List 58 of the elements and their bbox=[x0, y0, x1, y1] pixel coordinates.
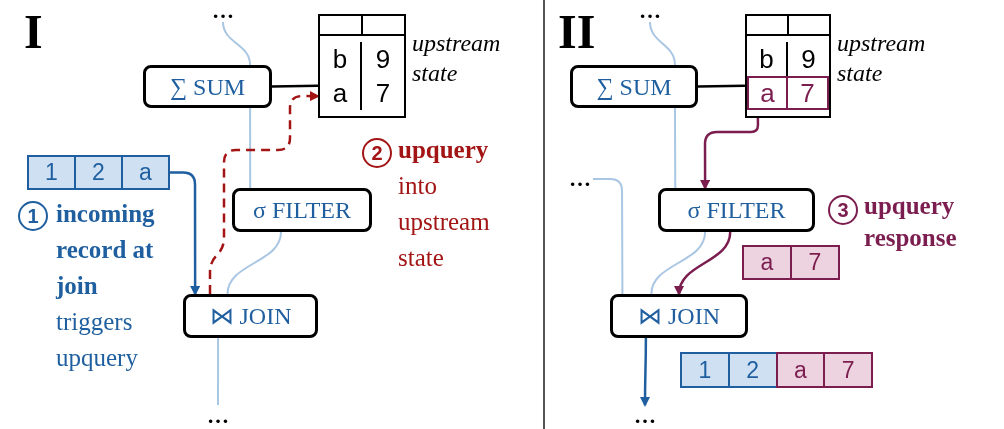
record-cell: 1 bbox=[27, 155, 76, 190]
annotation: upquery response bbox=[864, 191, 958, 253]
arrow bbox=[675, 231, 732, 296]
panel-label: I bbox=[24, 8, 43, 56]
arrow bbox=[700, 118, 760, 190]
record-cell: 2 bbox=[727, 352, 778, 388]
dashed-arrow bbox=[208, 91, 320, 294]
connector-line bbox=[226, 231, 282, 295]
connector-line bbox=[650, 231, 707, 295]
table-caption: upstream state bbox=[837, 29, 927, 88]
record-cell: 1 bbox=[680, 352, 730, 388]
operator-box: ∑ SUM bbox=[570, 65, 698, 108]
operator-box: ∑ SUM bbox=[143, 65, 272, 108]
table-cell: 7 bbox=[788, 76, 829, 110]
step-number: 2 bbox=[362, 138, 392, 168]
ellipsis: … bbox=[637, 0, 663, 22]
connector-line bbox=[249, 107, 252, 189]
ellipsis: … bbox=[567, 168, 593, 190]
table-cell: b bbox=[747, 42, 788, 76]
record-cell: 7 bbox=[790, 245, 840, 280]
record-cell: a bbox=[742, 245, 792, 280]
table-cell: a bbox=[747, 76, 788, 110]
connector-line bbox=[222, 21, 252, 66]
state-table bbox=[318, 14, 406, 118]
arrow bbox=[170, 171, 201, 296]
record-cell: a bbox=[121, 155, 170, 190]
state-table bbox=[745, 14, 831, 118]
operator-box: ⋈ JOIN bbox=[183, 294, 318, 338]
table-cell-text: 9 bbox=[800, 43, 817, 76]
connector-line bbox=[217, 337, 220, 406]
record-box bbox=[27, 155, 170, 190]
record-box bbox=[680, 352, 873, 388]
annotation: incoming record at join triggers upquery bbox=[56, 199, 156, 373]
step-number: 1 bbox=[18, 201, 48, 231]
table-cell: a bbox=[320, 76, 362, 110]
connector-line bbox=[592, 178, 624, 295]
table-caption: upstream state bbox=[412, 29, 502, 88]
table-cell: b bbox=[320, 42, 362, 76]
step-number: 3 bbox=[828, 195, 858, 225]
record-cell: 2 bbox=[74, 155, 123, 190]
operator-box: ⋈ JOIN bbox=[610, 294, 748, 338]
ellipsis: … bbox=[632, 405, 658, 427]
annotation: upquery into upstream state bbox=[398, 135, 491, 273]
table-cell-text: 9 bbox=[374, 43, 392, 76]
ellipsis: … bbox=[205, 405, 231, 427]
table-cell-text: 7 bbox=[374, 77, 392, 110]
arrow bbox=[640, 338, 650, 407]
panel-label: II bbox=[558, 8, 596, 56]
operator-box: σ FILTER bbox=[658, 188, 815, 232]
record-cell: 7 bbox=[823, 352, 873, 388]
operator-box: σ FILTER bbox=[232, 188, 372, 232]
connector-line bbox=[649, 21, 676, 66]
connector-line bbox=[697, 84, 746, 88]
connector-line bbox=[673, 107, 677, 189]
record-cell: a bbox=[775, 352, 826, 388]
ellipsis: … bbox=[210, 0, 236, 22]
connector-line bbox=[271, 84, 319, 88]
record-box bbox=[742, 245, 840, 280]
